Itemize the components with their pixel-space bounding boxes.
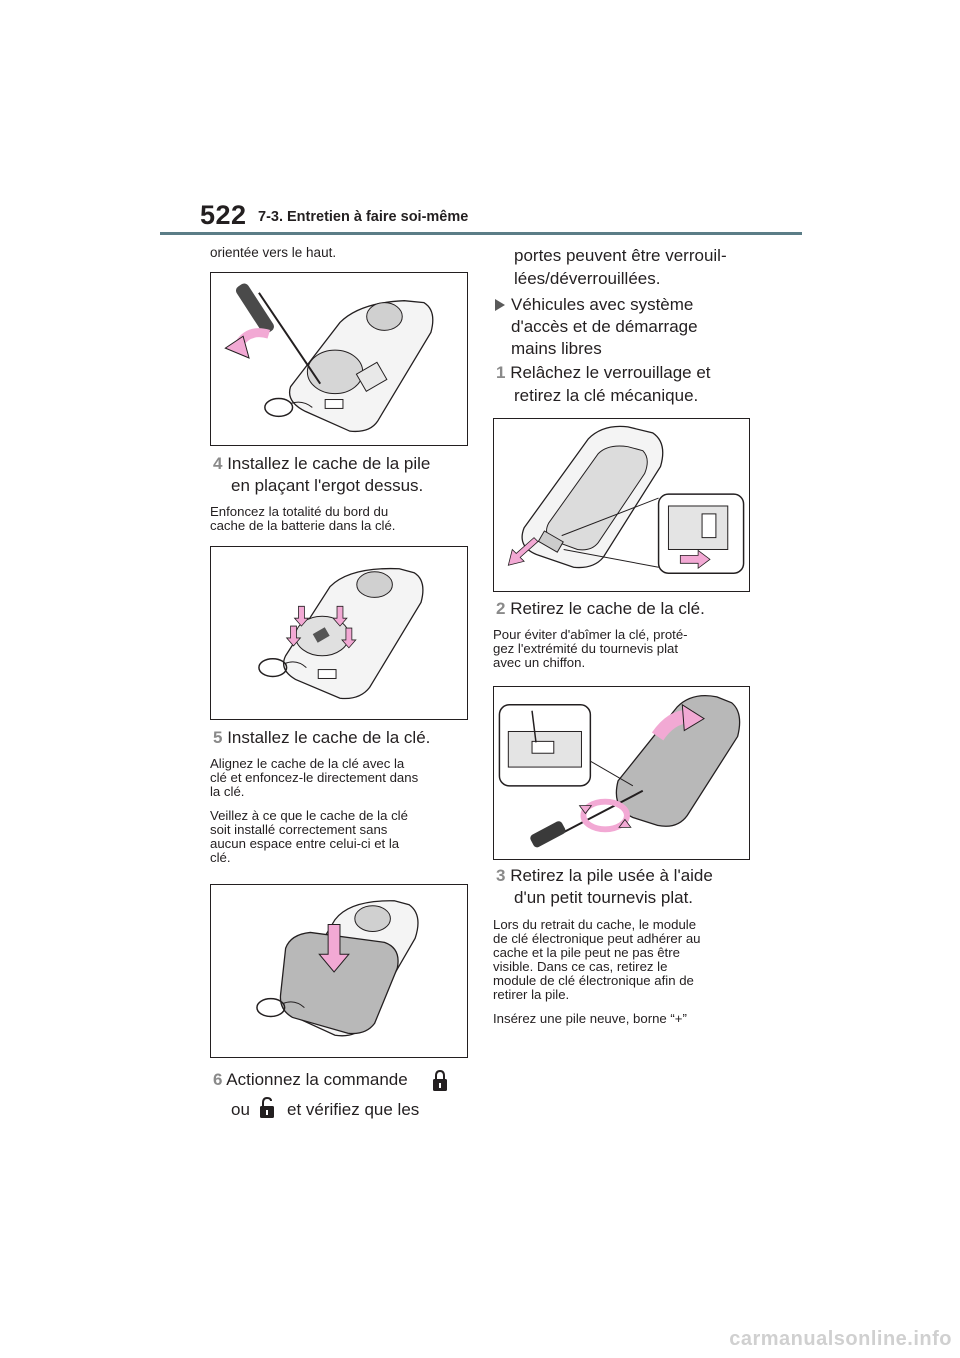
continued-line1: portes peuvent être verrouil- xyxy=(514,246,727,265)
step3-title: 3 Retirez la pile usée à l'aide xyxy=(496,864,713,887)
step2-number: 2 xyxy=(496,599,506,618)
step4-title-line1: Installez le cache de la pile xyxy=(227,454,431,473)
step3-number: 3 xyxy=(496,866,506,885)
step3-note1-line3: cache et la pile peut ne pas être xyxy=(493,945,680,960)
figure-remove-key-cover xyxy=(493,686,750,860)
header-rule xyxy=(160,232,802,235)
page-number: 522 xyxy=(200,200,247,230)
continued-line2: lées/déverrouillées. xyxy=(514,269,661,288)
step6-title-text1: Actionnez la commande xyxy=(226,1070,408,1089)
intro-text: orientée vers le haut. xyxy=(210,245,337,260)
step3-title-line2: d'un petit tournevis plat. xyxy=(514,888,694,907)
step1-title: 1 Relâchez le verrouillage et xyxy=(496,361,711,384)
step5-note2-line4: clé. xyxy=(210,850,231,865)
step3-note1-line1: Lors du retrait du cache, le module xyxy=(493,917,697,932)
subheading-line2: d'accès et de démarrage xyxy=(511,317,698,336)
step3-note2: Insérez une pile neuve, borne “+” xyxy=(493,1011,687,1026)
subheading-line3: mains libres xyxy=(511,339,602,358)
watermark: carmanualsonline.info xyxy=(729,1328,952,1350)
step2-title-text: Retirez le cache de la clé. xyxy=(510,599,705,618)
step4-note-line2: cache de la batterie dans la clé. xyxy=(210,518,396,533)
step5-number: 5 xyxy=(213,728,223,747)
subheading-line1: Véhicules avec système xyxy=(511,295,694,314)
step6-title-or: ou xyxy=(231,1100,250,1119)
step5-note2-line2: soit installé correctement sans xyxy=(210,822,388,837)
step6-title-rest: et vérifiez que les xyxy=(287,1100,420,1119)
figure-remove-battery xyxy=(210,272,468,446)
step6-number: 6 xyxy=(213,1070,223,1089)
step5-note1-line3: la clé. xyxy=(210,784,245,799)
step4-note-line1: Enfoncez la totalité du bord du xyxy=(210,504,389,519)
step6-title-line1: 6 Actionnez la commande xyxy=(213,1068,408,1091)
step5-note2-line3: aucun espace entre celui-ci et la xyxy=(210,836,400,851)
step1-number: 1 xyxy=(496,363,506,382)
step5-title: 5 Installez le cache de la clé. xyxy=(213,726,430,749)
step2-note-line3: avec un chiffon. xyxy=(493,655,586,670)
unlock-icon xyxy=(259,1096,275,1119)
step3-title-line1: Retirez la pile usée à l'aide xyxy=(510,866,713,885)
figure-install-key-cover xyxy=(210,884,468,1058)
step5-title-text: Installez le cache de la clé. xyxy=(227,728,431,747)
step1-title-line2: retirez la clé mécanique. xyxy=(514,386,699,405)
section-title: 7-3. Entretien à faire soi-même xyxy=(258,209,469,225)
figure-install-battery-cover xyxy=(210,546,468,720)
step5-note1-line1: Alignez le cache de la clé avec la xyxy=(210,756,405,771)
step5-note2-line1: Veillez à ce que le cache de la clé xyxy=(210,808,408,823)
step1-title-line1: Relâchez le verrouillage et xyxy=(510,363,711,382)
triangle-marker-icon xyxy=(494,298,506,312)
step3-note1-line4: visible. Dans ce cas, retirez le xyxy=(493,959,668,974)
step2-note-line2: gez l'extrémité du tournevis plat xyxy=(493,641,679,656)
lock-icon xyxy=(432,1069,448,1092)
figure-release-mechanical-key xyxy=(493,418,750,592)
step2-note-line1: Pour éviter d'abîmer la clé, proté- xyxy=(493,627,688,642)
step4-number: 4 xyxy=(213,454,223,473)
step5-note1-line2: clé et enfoncez-le directement dans xyxy=(210,770,419,785)
step4-title: 4 Installez le cache de la pile xyxy=(213,452,430,475)
step3-note1-line2: de clé électronique peut adhérer au xyxy=(493,931,701,946)
step3-note1-line6: retirer la pile. xyxy=(493,987,570,1002)
step4-title-line2: en plaçant l'ergot dessus. xyxy=(231,476,424,495)
step3-note1-line5: module de clé électronique afin de xyxy=(493,973,694,988)
step2-title: 2 Retirez le cache de la clé. xyxy=(496,597,705,620)
